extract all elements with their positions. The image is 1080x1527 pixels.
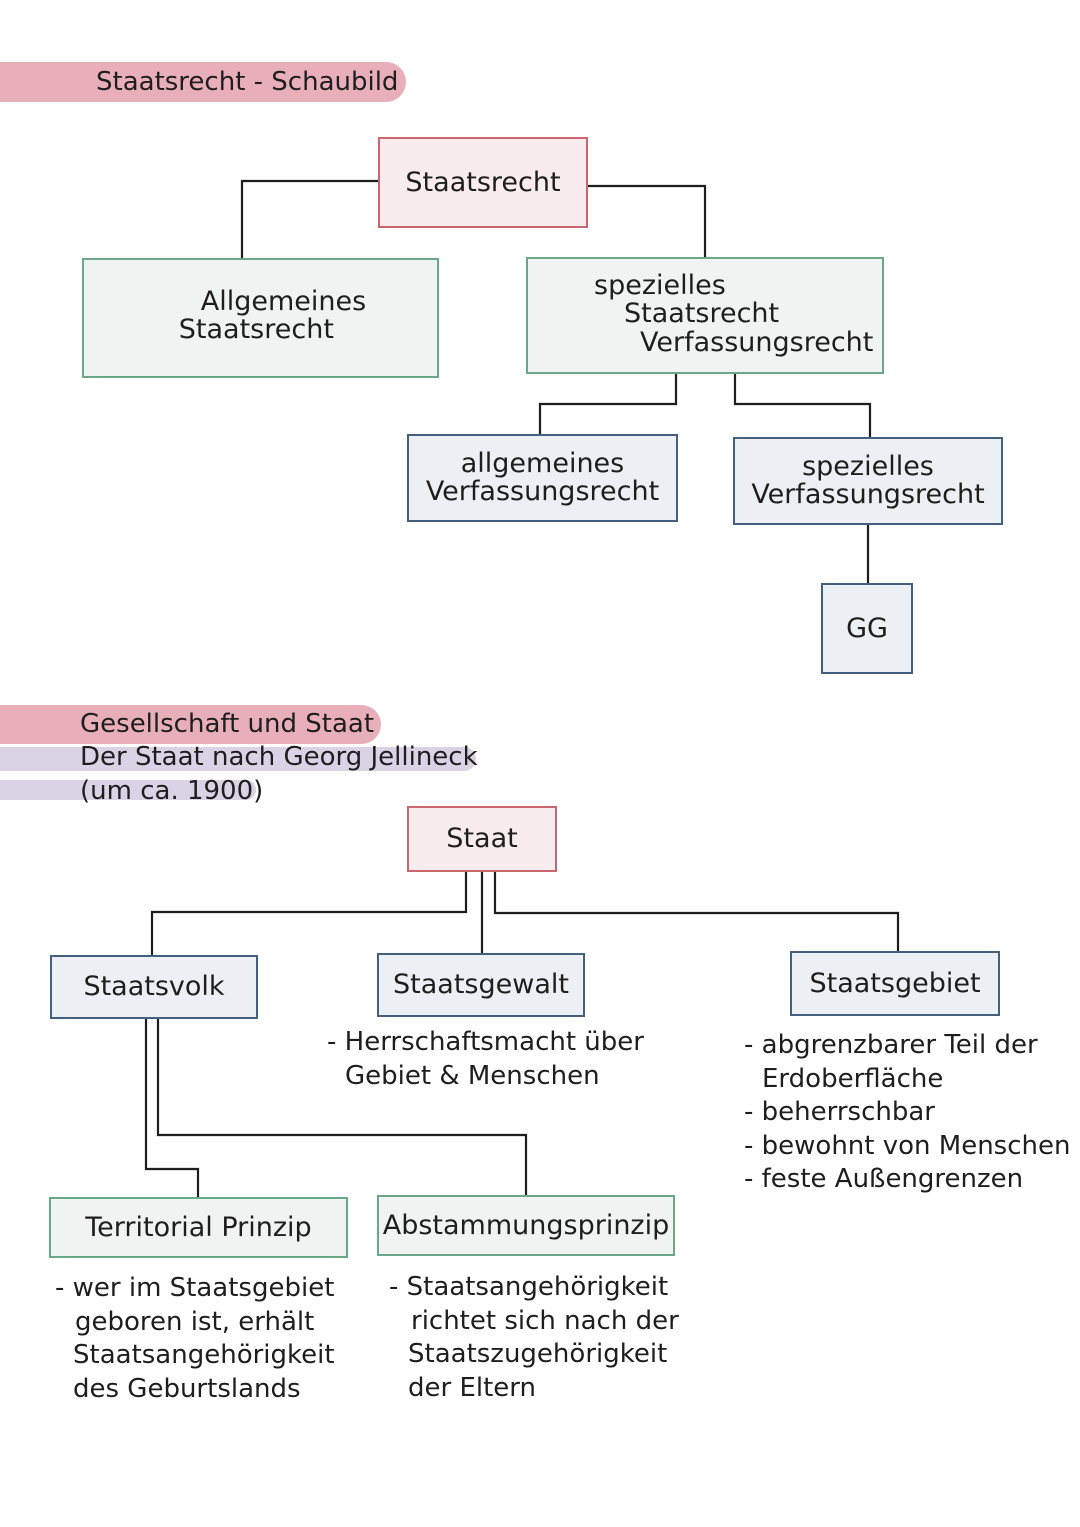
heading-highlight [0, 705, 381, 744]
notes-staatsgewalt: - Herrschaftsmacht über Gebiet & Mensche… [327, 1026, 644, 1093]
section-subtitle-date: (um ca. 1900) [80, 776, 264, 806]
heading-highlight [0, 780, 256, 800]
node-gg: GG [821, 583, 913, 674]
note-line: - feste Außengrenzen [744, 1164, 1024, 1194]
node-territorial-prinzip: Territorial Prinzip [49, 1197, 348, 1258]
notes-abstammungsprinzip: - Staatsangehörigkeit richtet sich nach … [389, 1271, 679, 1405]
note-line: - abgrenzbarer Teil der [744, 1030, 1038, 1060]
note-line: - wer im Staatsgebiet [55, 1273, 335, 1303]
node-staatsrecht: Staatsrecht [378, 137, 588, 228]
node-label-line: spezielles [594, 270, 726, 302]
notes-staatsgebiet: - abgrenzbarer Teil der Erdoberfläche - … [744, 1029, 1070, 1197]
note-line: geboren ist, erhält [75, 1306, 315, 1337]
notes-territorial-prinzip: - wer im Staatsgebiet geboren ist, erhäl… [55, 1272, 335, 1406]
section-subtitle-jellineck: Der Staat nach Georg Jellineck [80, 742, 478, 772]
heading-highlight [0, 62, 406, 102]
note-line: Erdoberfläche [762, 1063, 944, 1094]
node-staat: Staat [407, 806, 557, 872]
node-staatsvolk: Staatsvolk [50, 955, 258, 1019]
node-staatsgebiet: Staatsgebiet [790, 951, 1000, 1016]
node-label-line: allgemeines [460, 448, 625, 480]
node-label-line: Staatsrecht [624, 297, 780, 329]
note-line: Gebiet & Menschen [345, 1060, 600, 1091]
note-line: Staatszugehörigkeit [408, 1339, 668, 1369]
node-label-line: Allgemeines [200, 286, 367, 318]
note-line: - beherrschbar [744, 1097, 935, 1127]
node-staatsgewalt: Staatsgewalt [377, 953, 585, 1017]
node-label-line: Staatsrecht [178, 314, 334, 345]
node-label-line: Verfassungsrecht [751, 479, 985, 510]
node-spezielles-staatsrecht: spezielles Staatsrecht Verfassungsrecht [526, 257, 884, 374]
note-line: - Herrschaftsmacht über [327, 1027, 644, 1057]
note-line: der Eltern [408, 1372, 537, 1403]
note-line: - bewohnt von Menschen [744, 1130, 1071, 1161]
node-spezielles-verfassungsrecht: spezielles Verfassungsrecht [733, 437, 1003, 525]
node-label-line: Verfassungsrecht [425, 476, 660, 507]
node-allgemeines-verfassungsrecht: allgemeines Verfassungsrecht [407, 434, 678, 522]
heading-highlight [0, 747, 476, 771]
section-title-gesellschaft: Gesellschaft und Staat [80, 709, 375, 739]
node-label-line: spezielles [802, 451, 934, 483]
node-label-line: Verfassungsrecht [640, 327, 874, 359]
node-allgemeines-staatsrecht: Allgemeines Staatsrecht [82, 258, 439, 378]
node-abstammungsprinzip: Abstammungsprinzip [377, 1195, 675, 1256]
note-line: - Staatsangehörigkeit [389, 1272, 669, 1302]
note-line: Staatsangehörigkeit [73, 1340, 335, 1370]
note-line: des Geburtslands [73, 1373, 301, 1404]
note-line: richtet sich nach der [411, 1305, 679, 1336]
section-title-staatsrecht: Staatsrecht - Schaubild [96, 67, 399, 97]
